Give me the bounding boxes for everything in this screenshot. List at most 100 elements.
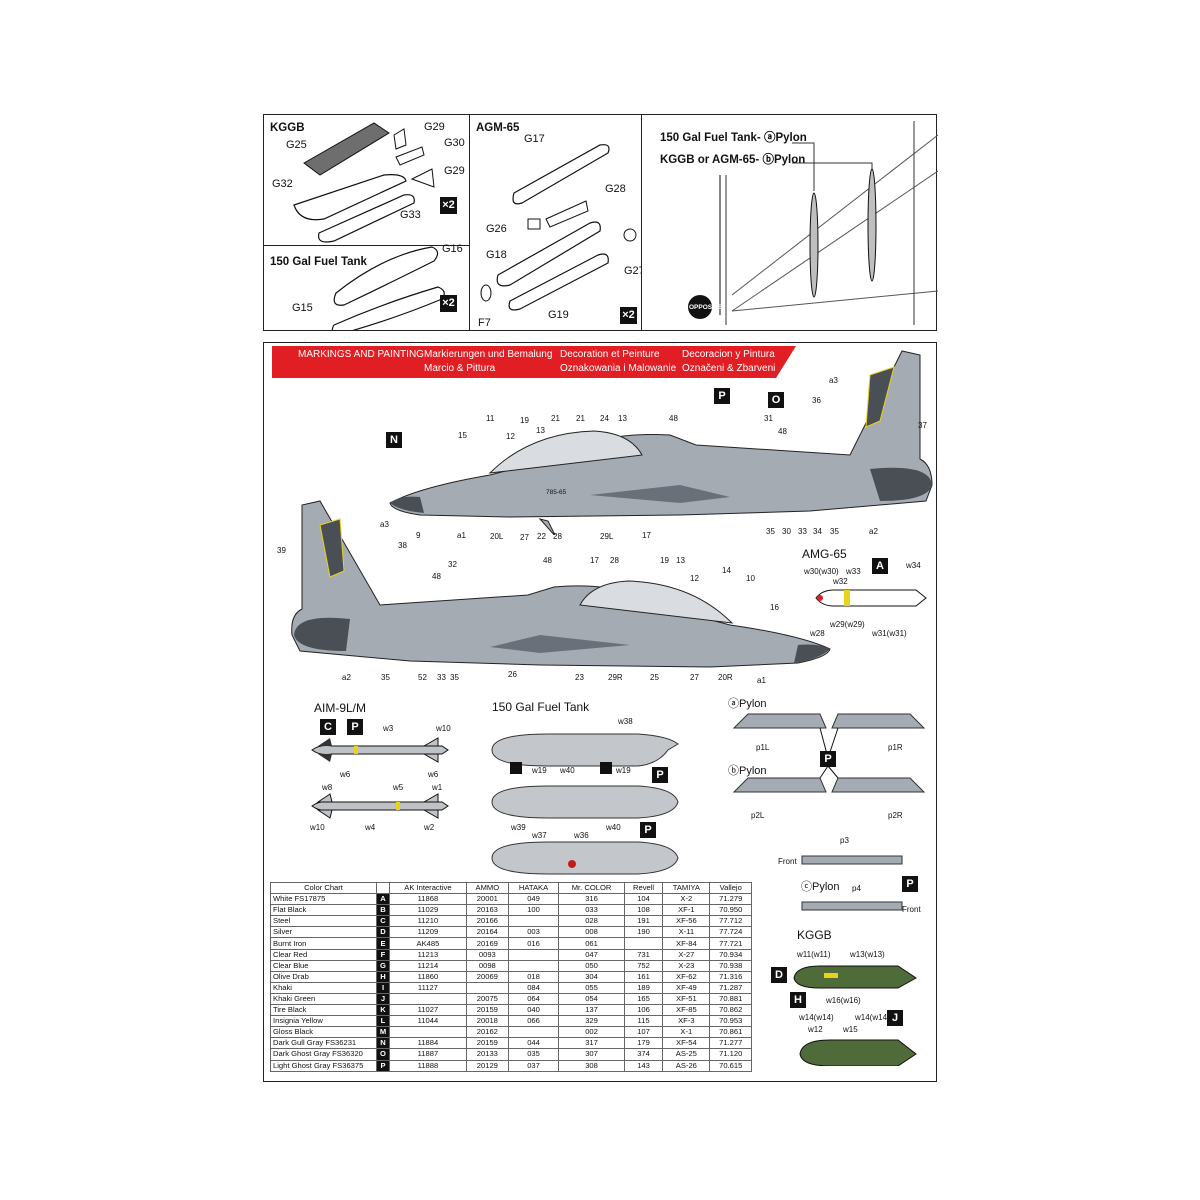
- color-tag-P: P: [347, 719, 363, 735]
- color-name-cell: Khaki: [270, 981, 377, 994]
- callout: 28: [610, 556, 619, 565]
- paint-code-cell: 752: [623, 959, 664, 972]
- column-header: AK Interactive: [389, 881, 467, 895]
- callout: w16(w16): [826, 996, 861, 1005]
- part-label: G26: [486, 223, 507, 235]
- color-key-cell: C: [376, 915, 390, 928]
- callout: 38: [398, 541, 407, 550]
- part-label: G29: [424, 121, 445, 133]
- pylon-c-drawing: [801, 855, 903, 911]
- color-tag-A: A: [872, 558, 888, 574]
- callout: w6: [340, 770, 351, 779]
- callout: 31: [764, 414, 773, 423]
- paint-code-cell: 003: [507, 926, 560, 939]
- fuel-tank-marking-title: 150 Gal Fuel Tank: [492, 700, 590, 714]
- paint-code-cell: 307: [558, 1048, 625, 1061]
- callout: 35: [450, 673, 459, 682]
- color-name-cell: Steel: [270, 915, 377, 928]
- column-header: Color Chart: [270, 881, 377, 895]
- callout: w10: [310, 823, 325, 832]
- paint-code-cell: 70.938: [709, 959, 752, 972]
- paint-code-cell: AS-25: [662, 1048, 711, 1061]
- callout: 13: [536, 426, 545, 435]
- paint-code-cell: 11888: [389, 1059, 467, 1072]
- paint-code-cell: 316: [558, 893, 625, 906]
- column-header: AMMO: [465, 881, 509, 895]
- color-tag-H: H: [790, 992, 806, 1008]
- callout: w28: [810, 629, 825, 638]
- aim9-title: AIM-9L/M: [314, 701, 367, 715]
- serial-number: 785-65: [546, 489, 567, 496]
- wing-pylon-drawing: [688, 121, 938, 325]
- callout: p2R: [888, 811, 903, 820]
- front-label: Front: [902, 905, 921, 914]
- pylon-line-1: 150 Gal Fuel Tank- ⓐPylon: [660, 132, 807, 144]
- color-key-cell: J: [376, 992, 390, 1006]
- color-name-cell: Silver: [270, 926, 377, 939]
- callout: a1: [457, 531, 466, 540]
- callout: w11(w11): [797, 950, 831, 959]
- part-label: G19: [548, 309, 569, 321]
- paint-code-cell: 317: [558, 1037, 625, 1050]
- callout: 13: [618, 414, 627, 423]
- color-key-cell: N: [376, 1037, 390, 1050]
- paint-code-cell: 084: [507, 981, 560, 994]
- callout: w12: [808, 1025, 823, 1034]
- fuel-tank-marking-drawing: [491, 733, 679, 875]
- upper-jet-profile: [389, 350, 933, 535]
- paint-code-cell: 71.120: [709, 1048, 752, 1061]
- front-label: Front: [778, 857, 797, 866]
- part-label: G15: [292, 302, 313, 314]
- callout: 17: [642, 531, 651, 540]
- callout: 13: [676, 556, 685, 565]
- paint-code-cell: 20129: [465, 1059, 509, 1072]
- callout: 35: [381, 673, 390, 682]
- column-header: TAMIYA: [662, 881, 711, 895]
- callout: 33: [798, 527, 807, 536]
- paint-code-cell: 137: [558, 1004, 625, 1017]
- paint-code-cell: [507, 1026, 560, 1039]
- callout: w14(w14): [855, 1013, 890, 1022]
- paint-code-cell: 106: [623, 1004, 664, 1017]
- callout: 48: [778, 427, 787, 436]
- callout: w13(w13): [850, 950, 885, 959]
- paint-code-cell: 107: [623, 1026, 664, 1039]
- banner-label: Decoration et Peinture: [560, 349, 660, 360]
- divider: [264, 245, 469, 246]
- callout: 39: [277, 546, 286, 555]
- paint-code-cell: 11127: [389, 981, 467, 994]
- callout: 25: [650, 673, 659, 682]
- callout: 29R: [608, 673, 623, 682]
- callout: w39: [511, 823, 526, 832]
- color-name-cell: Dark Gull Gray FS36231: [270, 1037, 377, 1050]
- paint-code-cell: 20159: [465, 1037, 509, 1050]
- paint-code-cell: XF-56: [662, 915, 711, 928]
- callout: 12: [506, 432, 515, 441]
- paint-code-cell: 20162: [465, 1026, 509, 1039]
- callout: 20L: [490, 532, 504, 541]
- color-tag-P: P: [714, 388, 730, 404]
- callout: w29(w29): [830, 620, 865, 629]
- agm65-parts-panel: AGM-65 G17 G28 G26 G18 G27 F7 G19 ×2: [469, 114, 645, 331]
- part-label: G30: [444, 137, 465, 149]
- column-header: [376, 881, 390, 895]
- color-key-cell: H: [376, 970, 390, 983]
- paint-code-cell: X-27: [662, 948, 711, 961]
- aim9-missile-drawing: [311, 737, 449, 819]
- paint-code-cell: 20164: [465, 926, 509, 939]
- callout: 12: [690, 574, 699, 583]
- color-name-cell: Dark Ghost Gray FS36320: [270, 1048, 377, 1061]
- color-key-cell: F: [376, 948, 390, 961]
- color-name-cell: White FS17875: [270, 893, 377, 906]
- callout: 48: [669, 414, 678, 423]
- callout: 48: [543, 556, 552, 565]
- paint-code-cell: 20069: [465, 970, 509, 983]
- color-name-cell: Khaki Green: [270, 992, 377, 1006]
- paint-code-cell: XF-1: [662, 904, 711, 917]
- callout: w2: [424, 823, 435, 832]
- callout: 11: [486, 414, 495, 423]
- callout: 28: [553, 532, 562, 541]
